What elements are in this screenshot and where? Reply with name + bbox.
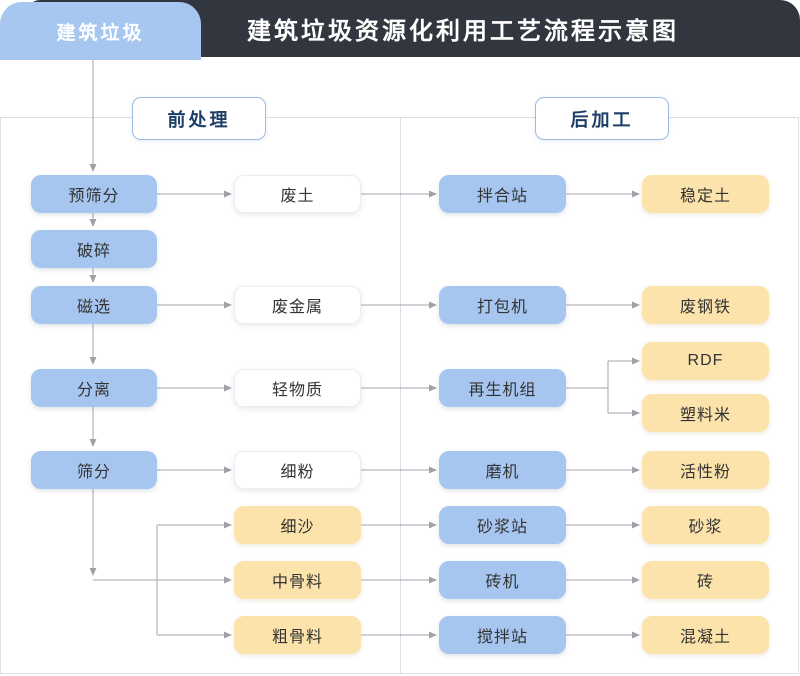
node-medium-aggregate: 中骨料 <box>234 561 361 599</box>
node-mortar-plant: 砂浆站 <box>439 506 566 544</box>
node-magnetic-separation: 磁选 <box>31 286 157 324</box>
source-tab-label: 建筑垃圾 <box>56 22 145 44</box>
node-screening: 筛分 <box>31 451 157 489</box>
node-fine-powder: 细粉 <box>234 451 361 489</box>
node-fine-sand: 细沙 <box>234 506 361 544</box>
panel-divider <box>400 117 401 673</box>
node-brick-machine: 砖机 <box>439 561 566 599</box>
node-plastic-pellets: 塑料米 <box>642 394 769 432</box>
node-mixing-plant: 拌合站 <box>439 175 566 213</box>
node-rdf: RDF <box>642 342 769 380</box>
node-mill: 磨机 <box>439 451 566 489</box>
node-waste-steel: 废钢铁 <box>642 286 769 324</box>
node-light-material: 轻物质 <box>234 369 361 407</box>
node-brick: 砖 <box>642 561 769 599</box>
node-concrete: 混凝土 <box>642 616 769 654</box>
node-crushing: 破碎 <box>31 230 157 268</box>
section-label-post-processing: 后加工 <box>535 97 669 140</box>
node-separation: 分离 <box>31 369 157 407</box>
diagram-title: 建筑垃圾资源化利用工艺流程示意图 <box>247 18 679 45</box>
node-stabilized-soil: 稳定土 <box>642 175 769 213</box>
node-active-powder: 活性粉 <box>642 451 769 489</box>
node-regeneration-unit: 再生机组 <box>439 369 566 407</box>
node-waste-metal: 废金属 <box>234 286 361 324</box>
section-label-pre-processing: 前处理 <box>132 97 266 140</box>
node-coarse-aggregate: 粗骨料 <box>234 616 361 654</box>
node-concrete-mixing-plant: 搅拌站 <box>439 616 566 654</box>
node-baler: 打包机 <box>439 286 566 324</box>
node-pre-screening: 预筛分 <box>31 175 157 213</box>
node-mortar: 砂浆 <box>642 506 769 544</box>
node-waste-soil: 废土 <box>234 175 361 213</box>
source-tab-construction-waste: 建筑垃圾 <box>0 2 201 60</box>
